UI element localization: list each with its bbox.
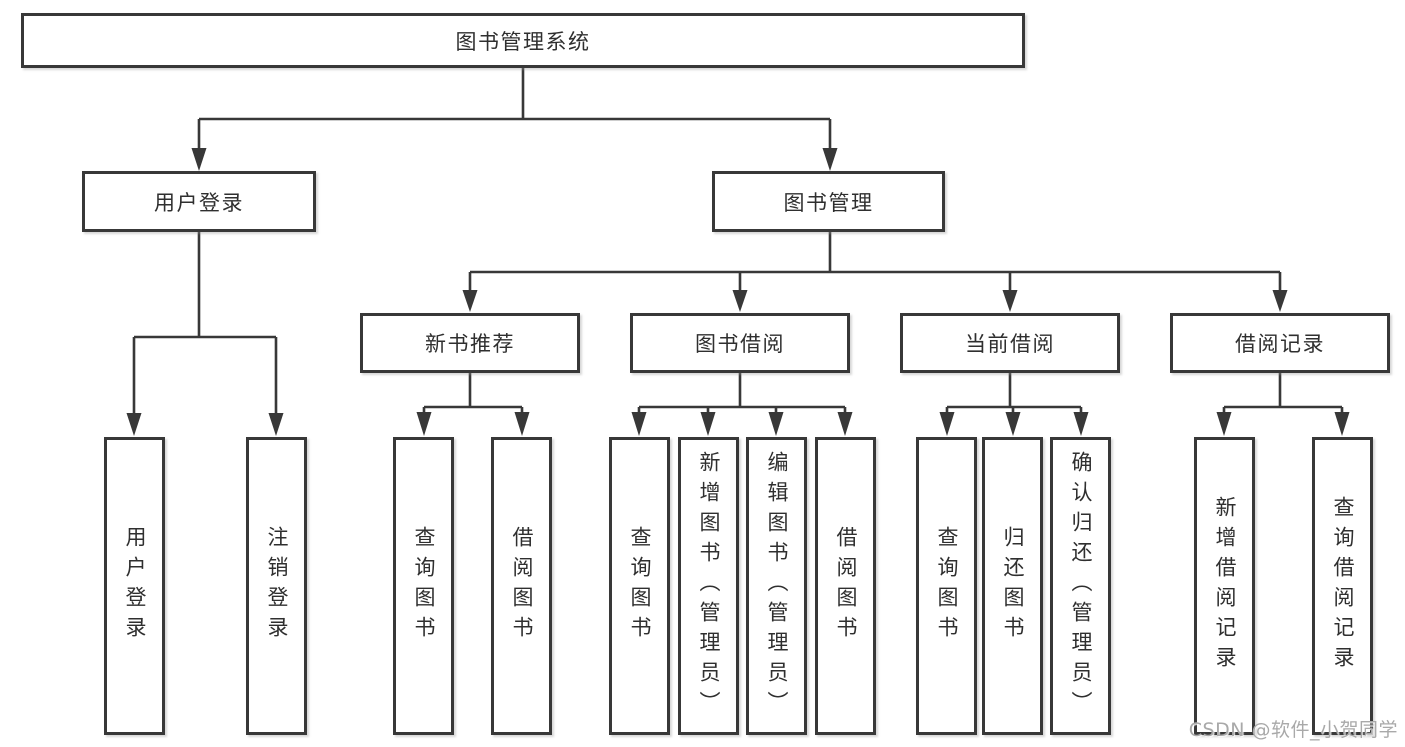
node-book-management: 图书管理 — [712, 171, 945, 232]
node-borrow-records: 借阅记录 — [1170, 313, 1390, 373]
node-leaf-add-book-admin: 新增图书（管理员） — [678, 437, 739, 735]
connector-book-management — [462, 232, 1288, 312]
connector-new-book-recommend — [416, 373, 530, 436]
node-leaf-add-borrow-record: 新增借阅记录 — [1194, 437, 1255, 735]
node-leaf-return-books: 归还图书 — [982, 437, 1043, 735]
connector-borrow-records — [1216, 373, 1350, 436]
node-label: 借阅图书 — [510, 526, 534, 646]
node-label: 注销登录 — [265, 526, 289, 646]
node-leaf-query-books-recommend: 查询图书 — [393, 437, 454, 735]
node-label: 图书管理系统 — [455, 29, 591, 54]
node-label: 借阅图书 — [834, 526, 858, 646]
node-leaf-query-books-current: 查询图书 — [916, 437, 977, 735]
node-leaf-query-books-borrow: 查询图书 — [609, 437, 670, 735]
node-label: 查询图书 — [412, 526, 436, 646]
watermark: CSDN @软件_小贺同学 — [1188, 719, 1398, 741]
node-label: 当前借阅 — [965, 332, 1055, 356]
node-label: 查询图书 — [935, 526, 959, 646]
node-label: 新增图书（管理员） — [697, 451, 721, 721]
node-label: 用户登录 — [154, 190, 244, 215]
node-leaf-query-borrow-record: 查询借阅记录 — [1312, 437, 1373, 735]
node-current-borrow: 当前借阅 — [900, 313, 1120, 373]
node-label: 编辑图书（管理员） — [765, 451, 789, 721]
node-label: 查询借阅记录 — [1331, 496, 1355, 676]
node-leaf-logout: 注销登录 — [246, 437, 307, 735]
node-label: 图书管理 — [783, 190, 874, 215]
node-label: 借阅记录 — [1235, 332, 1325, 356]
node-leaf-confirm-return-admin: 确认归还（管理员） — [1050, 437, 1111, 735]
connector-current-borrow — [939, 373, 1089, 436]
connector-book-borrow — [631, 373, 853, 436]
node-label: 图书借阅 — [695, 332, 785, 356]
connector-user-login — [126, 232, 284, 436]
connector-root — [191, 68, 838, 171]
node-leaf-borrow-books-borrow: 借阅图书 — [815, 437, 876, 735]
node-leaf-borrow-books-recommend: 借阅图书 — [491, 437, 552, 735]
node-root: 图书管理系统 — [21, 13, 1025, 68]
node-label: 查询图书 — [628, 526, 652, 646]
node-label: 新增借阅记录 — [1213, 496, 1237, 676]
node-label: 确认归还（管理员） — [1069, 451, 1093, 721]
node-label: 归还图书 — [1001, 526, 1025, 646]
node-book-borrow: 图书借阅 — [630, 313, 850, 373]
node-user-login: 用户登录 — [82, 171, 316, 232]
node-leaf-edit-book-admin: 编辑图书（管理员） — [746, 437, 807, 735]
node-label: 新书推荐 — [425, 332, 515, 356]
node-leaf-user-login: 用户登录 — [104, 437, 165, 735]
node-label: 用户登录 — [123, 526, 147, 646]
node-new-book-recommend: 新书推荐 — [360, 313, 580, 373]
